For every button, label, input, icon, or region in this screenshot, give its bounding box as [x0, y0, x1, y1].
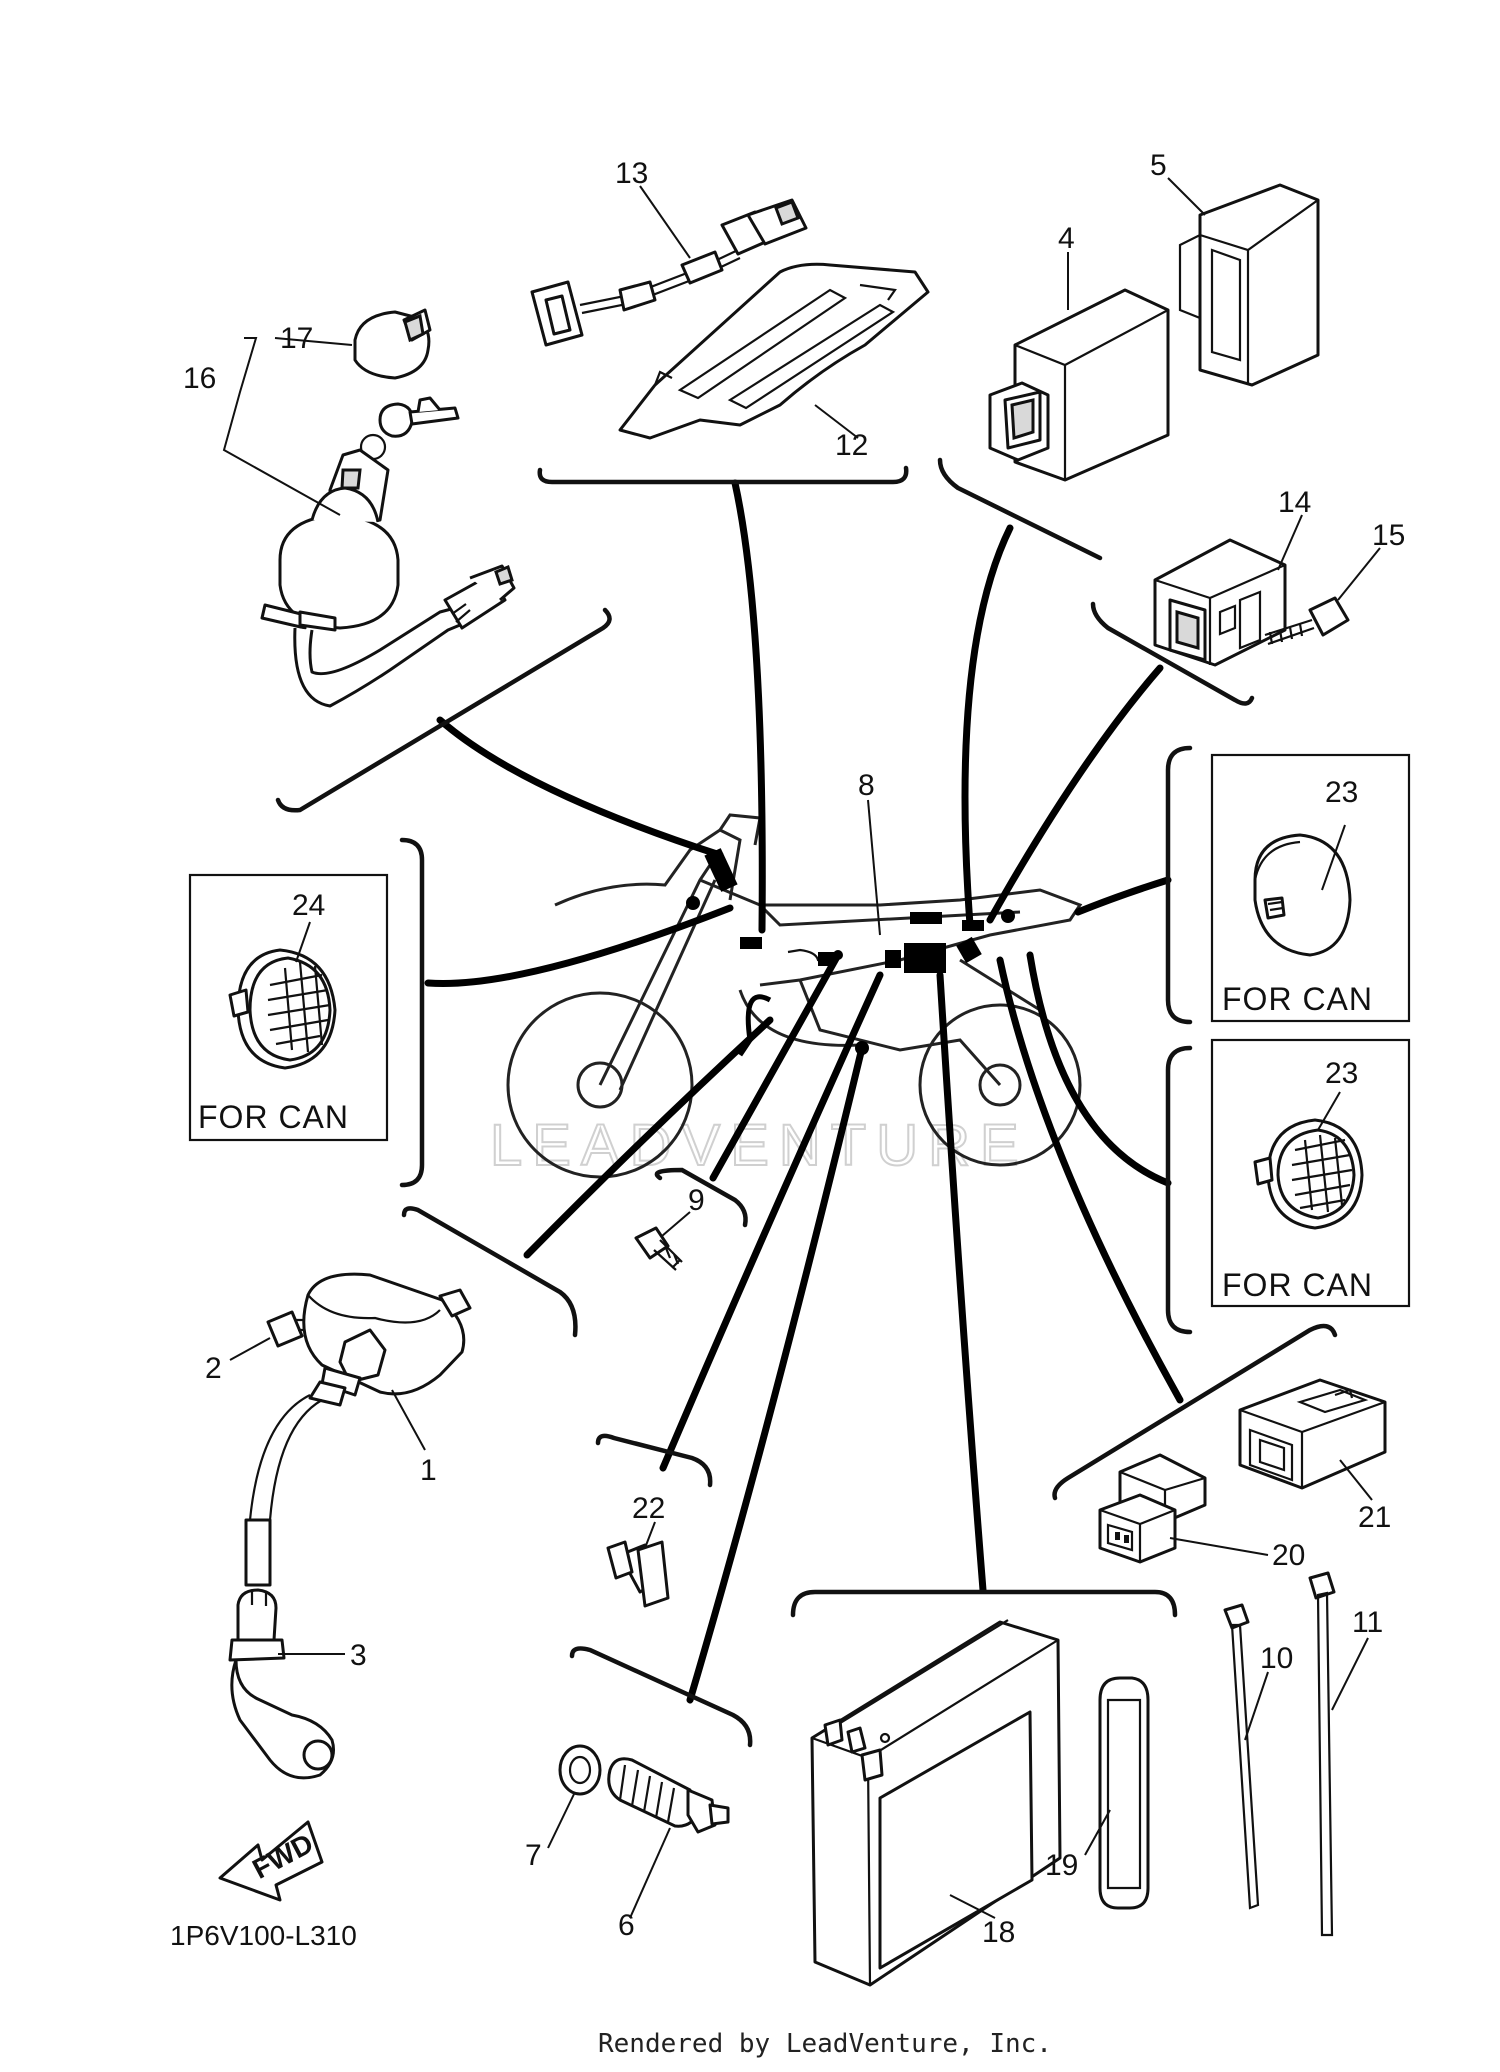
spark-plug-cap-part	[228, 1588, 335, 1780]
wire-lead-part	[530, 198, 808, 347]
for-can-label-upper: FOR CAN	[1222, 981, 1373, 1017]
lead-lines	[424, 479, 1184, 1704]
callout-19: 19	[1045, 1849, 1078, 1882]
callout-18: 18	[982, 1916, 1015, 1949]
battery-band-part-19	[1098, 1676, 1150, 1910]
callout-2: 2	[205, 1352, 222, 1385]
mounting-plate-part	[618, 262, 930, 440]
diagram-code: 1P6V100-L310	[170, 1920, 357, 1951]
relay-part	[1153, 538, 1287, 667]
for-can-box-upper	[1210, 753, 1411, 1023]
callout-24: 24	[292, 889, 325, 922]
for-can-box-left	[188, 873, 389, 1142]
callout-22: 22	[632, 1492, 665, 1525]
unit-cover-part	[1178, 183, 1320, 387]
bolt-part-15	[1264, 596, 1350, 646]
callout-15: 15	[1372, 519, 1405, 552]
fuse-part-22	[606, 1540, 670, 1608]
callout-12: 12	[835, 429, 868, 462]
callout-9: 9	[688, 1184, 705, 1217]
callout-6: 6	[618, 1909, 635, 1942]
callout-23-upper: 23	[1325, 776, 1358, 809]
coupler-part-20	[1098, 1453, 1207, 1564]
callout-20: 20	[1272, 1539, 1305, 1572]
callout-16: 16	[183, 362, 216, 395]
callout-21: 21	[1358, 1501, 1391, 1534]
grommet-part-24	[228, 948, 337, 1070]
group-brackets	[275, 457, 1338, 1748]
callout-13: 13	[615, 157, 648, 190]
coupler-part-21	[1238, 1378, 1387, 1490]
callout-5: 5	[1150, 149, 1167, 182]
grommet-part-23-lower	[1253, 1118, 1364, 1230]
battery-part-18	[810, 1619, 1062, 1987]
callout-10: 10	[1260, 1642, 1293, 1675]
callout-3: 3	[350, 1639, 367, 1672]
callout-11: 11	[1352, 1606, 1383, 1639]
screw-part-9	[634, 1226, 683, 1271]
for-can-label-left: FOR CAN	[198, 1099, 349, 1135]
callout-17: 17	[280, 322, 313, 355]
footer-credit: Rendered by LeadVenture, Inc.	[598, 2029, 1052, 2059]
callout-23-lower: 23	[1325, 1057, 1358, 1090]
ignition-coil-part	[244, 1272, 472, 1587]
callout-14: 14	[1278, 486, 1311, 519]
for-can-label-lower: FOR CAN	[1222, 1267, 1373, 1303]
cable-tie-part-10	[1223, 1603, 1260, 1910]
grommet-part-23-upper	[1253, 833, 1352, 957]
cdi-unit-part	[988, 288, 1170, 482]
callout-4: 4	[1058, 222, 1075, 255]
ignition-switch-assembly	[260, 308, 516, 708]
neutral-switch-part-6	[607, 1757, 730, 1834]
cable-tie-part-11	[1308, 1571, 1336, 1937]
fwd-arrow-icon: FWD	[218, 1820, 324, 1902]
callout-8: 8	[858, 769, 875, 802]
callout-1: 1	[420, 1454, 437, 1487]
for-can-box-lower	[1210, 1038, 1411, 1308]
callout-7: 7	[525, 1839, 542, 1872]
washer-part-7	[558, 1744, 602, 1796]
